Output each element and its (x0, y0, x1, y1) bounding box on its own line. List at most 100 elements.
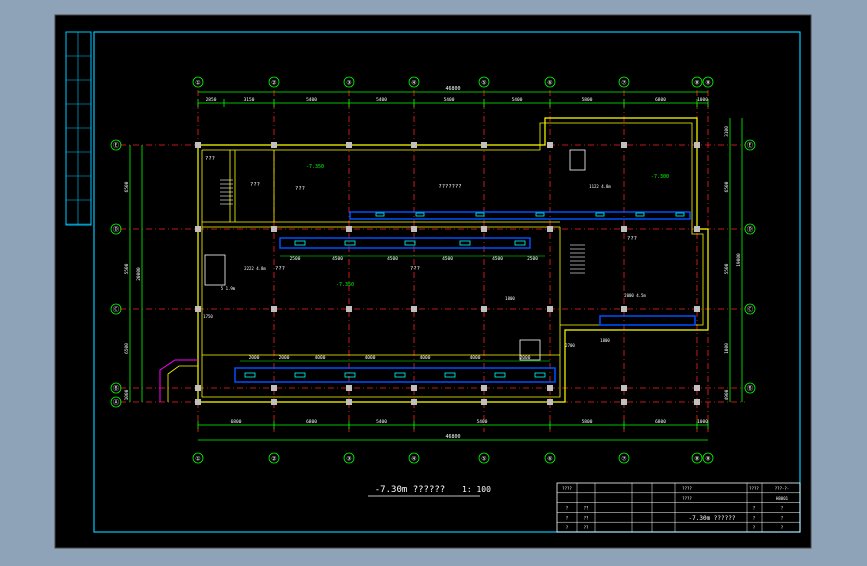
diffuser (514, 240, 526, 246)
axis-bubble-top (408, 76, 420, 88)
diffuser (534, 372, 546, 378)
diffuser (475, 212, 485, 217)
dim-left-text: 5500 (124, 263, 130, 274)
title-block-cell: ? (566, 525, 569, 530)
note-text: 5 1.9m (221, 286, 236, 291)
axis-bubble-left (110, 139, 122, 151)
dim-left-total: 20000 (136, 267, 142, 281)
axis-label-top: ⑨ (705, 80, 710, 87)
duct-dim-bottom: 4000 (365, 355, 376, 361)
axis-bubble-top (618, 76, 630, 88)
dim-top-text: 6800 (655, 97, 666, 103)
dim-right-text: 5500 (724, 263, 730, 274)
column (481, 385, 487, 391)
axis-bubble-bottom (478, 452, 490, 464)
axis-bubble-top (691, 76, 703, 88)
diffuser (294, 240, 306, 246)
column (481, 226, 487, 232)
duct-dim-top: 4500 (442, 256, 453, 262)
diffuser (344, 372, 356, 378)
entry-ramp (159, 359, 198, 402)
note-text: 1750 (203, 314, 213, 319)
axis-label-bottom: ⑦ (621, 456, 626, 463)
diffuser (444, 372, 456, 378)
title-block-cell: ???? (682, 496, 692, 501)
title-block-drawing-title: -7.30m ?????? (689, 515, 736, 522)
room-label: ??? (627, 236, 637, 242)
dim-top-text: 5800 (582, 97, 593, 103)
column (694, 385, 700, 391)
axis-bubble-bottom (343, 452, 355, 464)
column (411, 226, 417, 232)
column (694, 226, 700, 232)
axis-label-bottom: ③ (346, 456, 351, 463)
column (621, 306, 627, 312)
axis-label-top: ⑦ (621, 80, 626, 87)
dim-total-bottom-text: 46800 (445, 434, 460, 440)
duct-right (599, 315, 696, 326)
column (621, 142, 627, 148)
title-block-cell: ? (781, 525, 784, 530)
dim-bottom-text: 5400 (376, 419, 387, 425)
column (346, 142, 352, 148)
axis-bubble-left (110, 396, 122, 408)
column (346, 306, 352, 312)
duct-dim-top: 4500 (492, 256, 503, 262)
interior-wall-line (201, 122, 704, 398)
dim-right-text: 3100 (724, 126, 730, 137)
axis-label-right: Ⓔ (747, 142, 753, 150)
note-text: 2000 4.5m (624, 293, 646, 298)
column (411, 306, 417, 312)
title-block-cell: ?? (584, 515, 589, 520)
column (271, 142, 277, 148)
column (621, 399, 627, 405)
axis-bubble-bottom (192, 452, 204, 464)
dim-total-top-text: 46800 (445, 86, 460, 92)
axis-label-bottom: ④ (411, 456, 416, 463)
elevation-mark: -7.300 (651, 174, 669, 180)
column (195, 385, 201, 391)
duct-main-bottom (234, 367, 556, 383)
room-label: ??? (295, 186, 305, 192)
dim-right-total: 19000 (736, 253, 742, 267)
diffuser (344, 240, 356, 246)
dim-right-text: 1000 (724, 343, 730, 354)
note-text: 2222 4.8m (244, 266, 266, 271)
column (195, 306, 201, 312)
outer-frame (54, 14, 812, 549)
column (195, 399, 201, 405)
duct-main-mid (279, 237, 531, 249)
column (411, 142, 417, 148)
inner-frame (93, 31, 801, 533)
dim-left-text: 6500 (124, 181, 130, 192)
column (271, 385, 277, 391)
diffuser (375, 212, 385, 217)
dim-top-text: 3150 (244, 97, 255, 103)
dim-bottom-text: 5400 (477, 419, 488, 425)
paper-sheet (55, 15, 811, 548)
axis-label-top: ⑤ (481, 80, 486, 87)
column (346, 399, 352, 405)
title-block-cell: ? (781, 506, 784, 511)
room-label: ??? (250, 182, 260, 188)
dim-top-text: 5400 (306, 97, 317, 103)
column (271, 226, 277, 232)
axis-bubble-bottom (691, 452, 703, 464)
column (195, 226, 201, 232)
axis-bubble-bottom (618, 452, 630, 464)
diffuser (459, 240, 471, 246)
duct-dim-top: 4500 (387, 256, 398, 262)
elevation-mark: -7.350 (306, 164, 324, 170)
column (547, 385, 553, 391)
axis-bubble-right (744, 382, 756, 394)
entry-ramp-inner (167, 365, 198, 402)
diffuser (535, 212, 545, 217)
note-text: 1800 (505, 296, 515, 301)
axis-bubble-top (343, 76, 355, 88)
room-label: ??? (410, 266, 420, 272)
dim-bottom-text: 6800 (655, 419, 666, 425)
title-block-code: H8001 (776, 496, 789, 501)
axis-label-top: ⑥ (547, 80, 552, 87)
